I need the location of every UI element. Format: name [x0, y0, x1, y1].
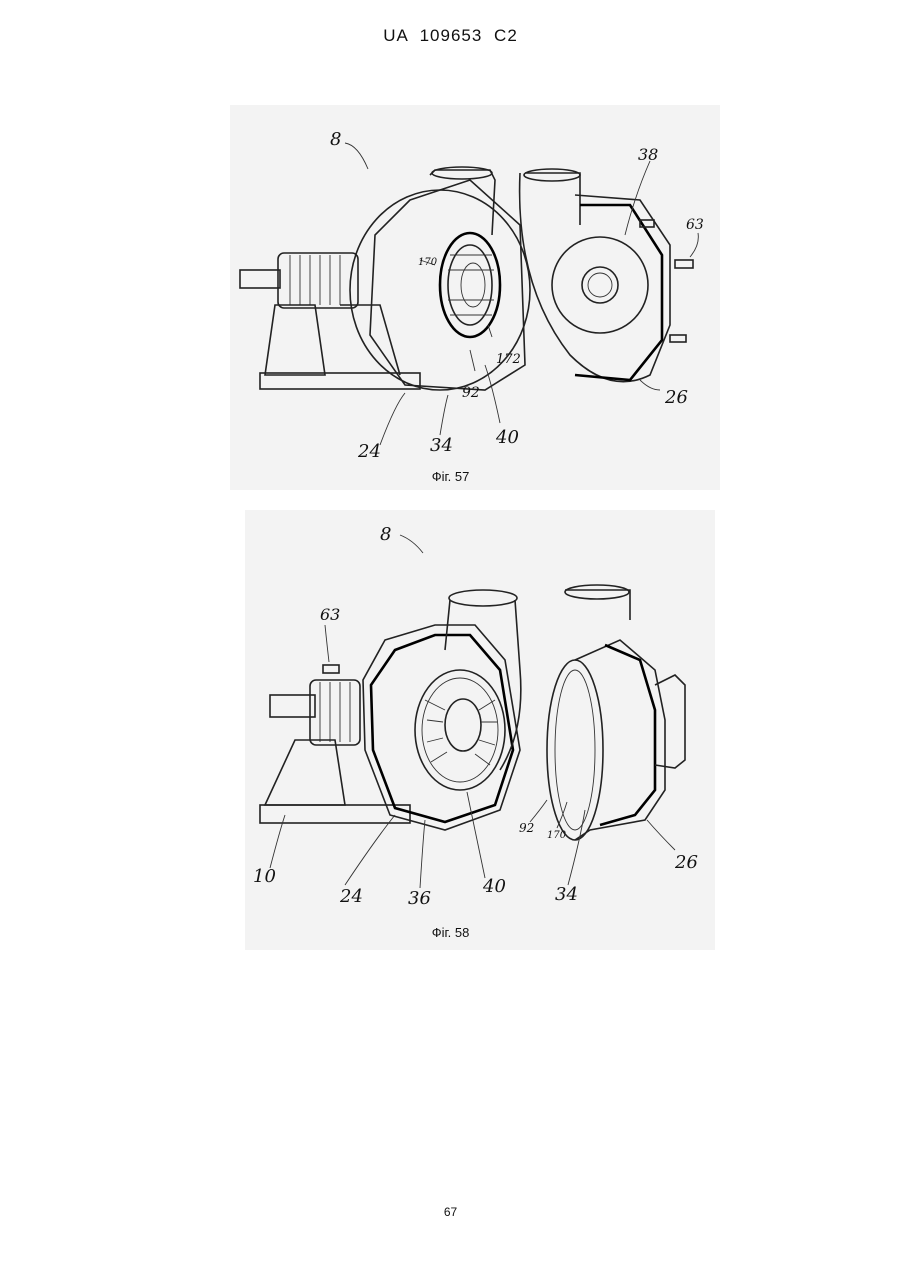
page-number: 67: [0, 1205, 901, 1219]
ref-63: 63: [686, 217, 704, 233]
figure-58-caption: Фіг. 58: [0, 925, 901, 940]
ref-8: 8: [330, 129, 341, 150]
ref-36: 36: [408, 888, 431, 909]
ref-63: 63: [320, 605, 340, 624]
ref-92: 92: [462, 385, 480, 401]
ref-10: 10: [253, 866, 276, 887]
ref-170: 170: [547, 830, 567, 841]
figure-58-pump-drawing: 8 63 10 24 36 40 92 170 34 26: [245, 510, 715, 950]
ref-38: 38: [638, 145, 658, 164]
patent-number-header: UA 109653 C2: [0, 26, 901, 46]
ref-170: 170: [418, 257, 438, 268]
figure-57-pump-drawing: 8 38 63 170 172 92 26 24 34 40: [230, 105, 720, 490]
ref-26: 26: [664, 387, 688, 408]
ref-24: 24: [357, 441, 381, 462]
ref-8: 8: [380, 524, 391, 545]
ref-34: 34: [555, 884, 578, 905]
ref-92: 92: [519, 821, 534, 835]
ref-40: 40: [482, 876, 506, 897]
ref-34: 34: [430, 435, 453, 456]
figure-57-caption: Фіг. 57: [0, 469, 901, 484]
ref-172: 172: [496, 352, 521, 367]
ref-26: 26: [674, 852, 698, 873]
ref-40: 40: [495, 427, 519, 448]
ref-24: 24: [339, 886, 363, 907]
